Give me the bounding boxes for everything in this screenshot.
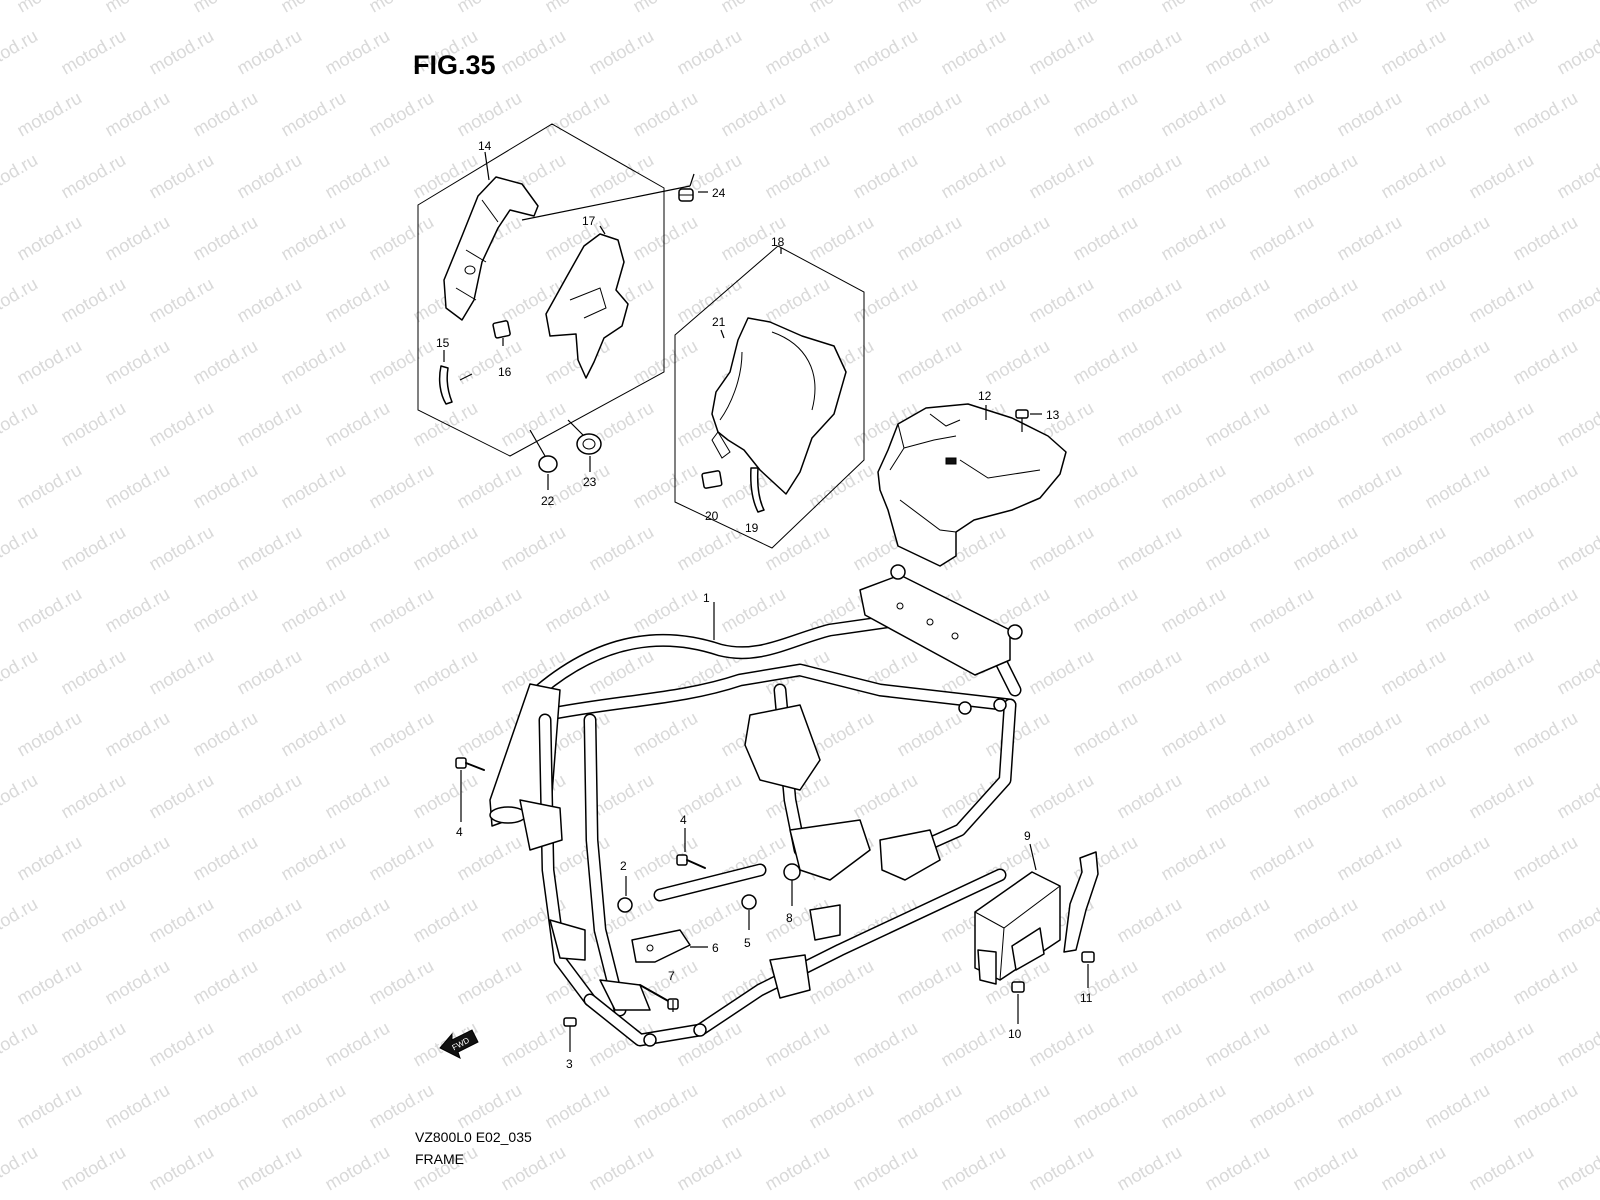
callout-19: 19 bbox=[745, 521, 759, 535]
kit-box-14 bbox=[417, 123, 665, 457]
callout-13: 13 bbox=[1046, 408, 1060, 422]
callout-24: 24 bbox=[712, 186, 726, 200]
callout-6: 6 bbox=[712, 941, 719, 955]
callout-5: 5 bbox=[744, 936, 751, 950]
main-frame-1 bbox=[489, 564, 1023, 1047]
callout-15: 15 bbox=[436, 336, 450, 350]
cushion-16 bbox=[492, 320, 511, 339]
callout-4b: 4 bbox=[680, 813, 687, 827]
grommet-23 bbox=[567, 419, 602, 472]
callout-20: 20 bbox=[705, 509, 719, 523]
battery-tray-12 bbox=[877, 403, 1067, 567]
callout-16: 16 bbox=[498, 365, 512, 379]
figure-code: VZ800L0 E02_035 bbox=[415, 1129, 532, 1145]
figure-name: FRAME bbox=[415, 1151, 464, 1167]
frame-cover-left bbox=[443, 176, 539, 321]
bolt-4-headstock bbox=[455, 757, 485, 822]
callout-2: 2 bbox=[620, 859, 627, 873]
strip-19 bbox=[750, 467, 765, 513]
callout-22: 22 bbox=[541, 494, 555, 508]
rear-cross-member bbox=[859, 574, 1011, 676]
engine-mount bbox=[744, 704, 821, 791]
callout-17: 17 bbox=[582, 214, 596, 228]
fwd-arrow-icon: FWD bbox=[439, 1029, 479, 1059]
box-9 bbox=[974, 843, 1061, 985]
nut-5 bbox=[741, 894, 757, 930]
callout-14: 14 bbox=[478, 139, 492, 153]
strip-15 bbox=[438, 365, 453, 405]
frame-cover-right bbox=[711, 317, 847, 495]
callout-12: 12 bbox=[978, 389, 992, 403]
callout-23: 23 bbox=[583, 475, 597, 489]
bolt-4-lower bbox=[676, 828, 706, 869]
callout-11: 11 bbox=[1080, 991, 1093, 1005]
bolt-13 bbox=[1015, 409, 1042, 432]
callout-10: 10 bbox=[1008, 1027, 1022, 1041]
figure-title: FIG.35 bbox=[413, 50, 496, 80]
callout-3: 3 bbox=[566, 1057, 573, 1071]
bolt-7 bbox=[639, 984, 679, 1012]
bolt-3 bbox=[563, 1017, 577, 1052]
bolt-11 bbox=[1081, 951, 1095, 988]
callout-18: 18 bbox=[771, 235, 785, 249]
grommet-24 bbox=[521, 173, 708, 221]
grommet-22 bbox=[529, 429, 558, 490]
spacer-8 bbox=[783, 863, 801, 906]
bracket-11 bbox=[1063, 851, 1099, 953]
callout-1: 1 bbox=[703, 591, 710, 605]
bracket-6 bbox=[631, 929, 708, 963]
bolt-10 bbox=[1011, 981, 1025, 1024]
callout-8: 8 bbox=[786, 911, 793, 925]
kit-box-18 bbox=[674, 245, 865, 549]
callout-9: 9 bbox=[1024, 829, 1031, 843]
cover-insert-17 bbox=[545, 233, 629, 379]
callout-7: 7 bbox=[668, 969, 675, 983]
callout-4a: 4 bbox=[456, 825, 463, 839]
collar-2 bbox=[617, 876, 633, 913]
cushion-20 bbox=[701, 470, 723, 489]
callout-21: 21 bbox=[712, 315, 726, 329]
